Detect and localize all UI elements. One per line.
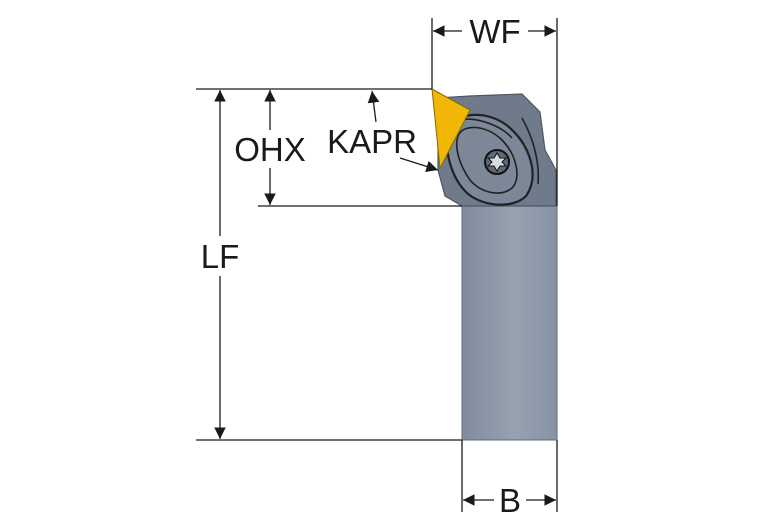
lf-label: LF	[201, 238, 240, 275]
kapr-label: KAPR	[327, 123, 417, 160]
dimension-ohx: OHX	[234, 90, 306, 205]
kapr-arrow-to-edge	[399, 157, 439, 173]
dimension-lf: LF	[201, 90, 240, 439]
b-label: B	[499, 482, 521, 519]
kapr-arrow-up	[367, 90, 380, 123]
tool-holder	[431, 88, 558, 441]
cutting-insert	[431, 88, 471, 170]
dimension-b: B	[461, 440, 558, 519]
dimension-kapr: KAPR	[327, 90, 439, 173]
tool-shank	[461, 205, 558, 441]
clamp-edge	[521, 117, 540, 185]
dimension-wf: WF	[431, 13, 558, 206]
wf-label: WF	[469, 13, 520, 50]
torx-socket-icon	[486, 152, 508, 172]
clamp-contour	[455, 126, 518, 194]
ohx-label: OHX	[234, 131, 306, 168]
